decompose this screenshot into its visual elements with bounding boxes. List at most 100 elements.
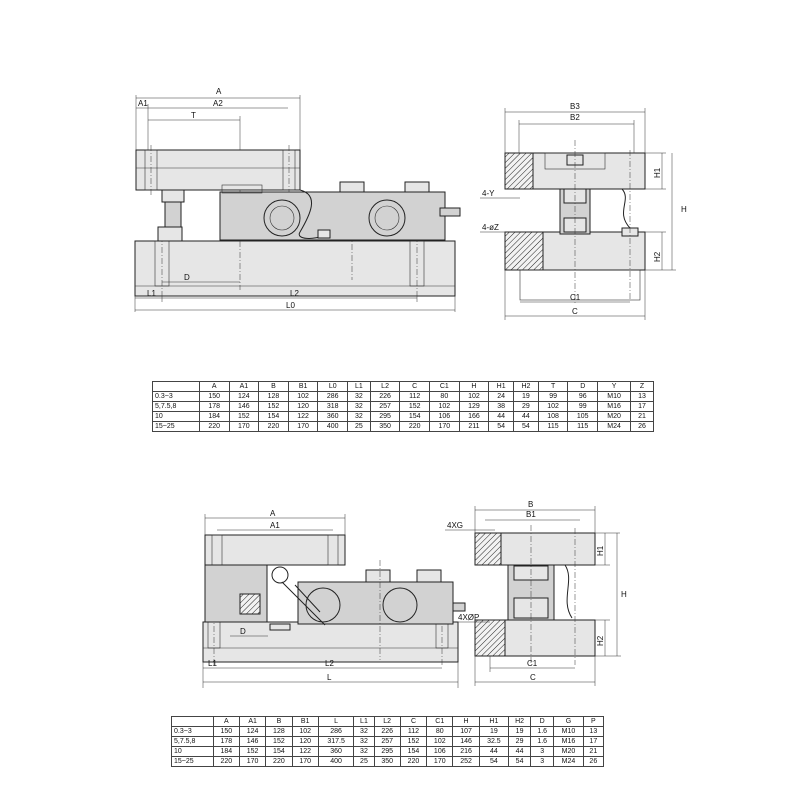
label-Z: 4-øZ: [482, 223, 499, 232]
table-header-cell: Z: [630, 381, 654, 392]
label-T: T: [191, 111, 196, 120]
table-row-label: 15~25: [171, 756, 214, 767]
label-A1: A1: [138, 99, 148, 108]
table-header-cell: H: [452, 716, 480, 727]
strain-hole: [263, 199, 301, 237]
table-cell: 54: [478, 756, 510, 767]
table-cell: 120: [287, 401, 319, 412]
table-cell: 295: [369, 411, 401, 422]
table-cell: 220: [399, 421, 431, 432]
table-cell: 170: [287, 421, 319, 432]
table-row-label: 0.3~3: [171, 726, 214, 737]
label-L0: L0: [286, 301, 295, 310]
top-plate: [204, 534, 346, 566]
table-cell: 150: [198, 391, 230, 402]
table-cell: 184: [198, 411, 230, 422]
table-cell: 96: [567, 391, 599, 402]
base-plate: [134, 240, 456, 297]
table-cell: 252: [452, 756, 480, 767]
table-cell: 32.5: [478, 736, 510, 747]
bolt-head: [416, 569, 442, 583]
table-cell: 170: [426, 756, 454, 767]
label-H1: H1: [653, 167, 662, 178]
table-cell: 19: [478, 726, 510, 737]
table-cell: 80: [429, 391, 460, 402]
label-C: C: [572, 307, 578, 316]
table-cell: 106: [429, 411, 460, 422]
table-cell: 19: [513, 391, 539, 402]
table-cell: 44: [478, 746, 510, 757]
table-header-cell: A: [212, 716, 240, 727]
table-cell: 154: [399, 411, 431, 422]
label-C1: C1: [527, 659, 538, 668]
label-B2: B2: [570, 113, 580, 122]
table-cell: 54: [508, 756, 532, 767]
table-cell: 400: [317, 421, 349, 432]
table-cell: 152: [399, 736, 428, 747]
table-cell: 3: [530, 756, 555, 767]
bolt-head: [339, 181, 365, 193]
table-header-cell: G: [553, 716, 584, 727]
table-header-cell: L2: [373, 716, 401, 727]
table-header-cell: A1: [228, 381, 260, 392]
table-cell: M20: [553, 746, 584, 757]
label-L2: L2: [290, 289, 299, 298]
table-cell: 152: [265, 736, 293, 747]
cable: [298, 189, 326, 239]
table-cell: 350: [373, 756, 401, 767]
table-cell: 146: [452, 736, 480, 747]
table-header-cell: H2: [508, 716, 532, 727]
table-row-label: 15~25: [152, 421, 200, 432]
table-cell: 120: [291, 736, 319, 747]
table-header-cell: B: [265, 716, 293, 727]
table-cell: 54: [488, 421, 515, 432]
table-header-cell: B1: [291, 716, 319, 727]
table-cell: 170: [291, 756, 319, 767]
label-A1: A1: [270, 521, 280, 530]
table-cell: 318: [317, 401, 349, 412]
table-cell: 99: [537, 391, 569, 402]
table-cell: 107: [452, 726, 480, 737]
label-H2: H2: [596, 635, 605, 646]
table-cell: M10: [597, 391, 632, 402]
table-cell: 220: [399, 756, 428, 767]
table-header-cell: D: [530, 716, 555, 727]
label-D: D: [184, 273, 190, 282]
table-cell: 102: [537, 401, 569, 412]
table-cell: 154: [265, 746, 293, 757]
table-cell: 106: [426, 746, 454, 757]
table-cell: M16: [553, 736, 584, 747]
table-cell: 220: [265, 756, 293, 767]
table-cell: 178: [198, 401, 230, 412]
table-header-cell: L2: [369, 381, 401, 392]
table-cell: M20: [597, 411, 632, 422]
table-cell: 128: [258, 391, 289, 402]
table-cell: 150: [212, 726, 240, 737]
label-P: 4XØP: [458, 613, 479, 622]
bolt-head: [365, 569, 391, 583]
table-header-cell: H1: [478, 716, 510, 727]
side-cable: [564, 564, 573, 619]
label-L1: L1: [147, 289, 156, 298]
side-cable: [621, 188, 631, 229]
table-cell: 13: [582, 726, 605, 737]
table-cell: 32: [347, 391, 371, 402]
table-cell: 360: [317, 746, 355, 757]
table-cell: 220: [258, 421, 289, 432]
label-H: H: [681, 205, 687, 214]
table-cell: 152: [399, 401, 431, 412]
table-cell: 17: [582, 736, 605, 747]
table-cell: 38: [488, 401, 515, 412]
base-plate: [202, 621, 459, 663]
load-cell-body: [297, 581, 454, 625]
table-cell: 17: [630, 401, 654, 412]
table-cell: 128: [265, 726, 293, 737]
table-cell: 32: [347, 401, 371, 412]
table-header-cell: L0: [317, 381, 349, 392]
